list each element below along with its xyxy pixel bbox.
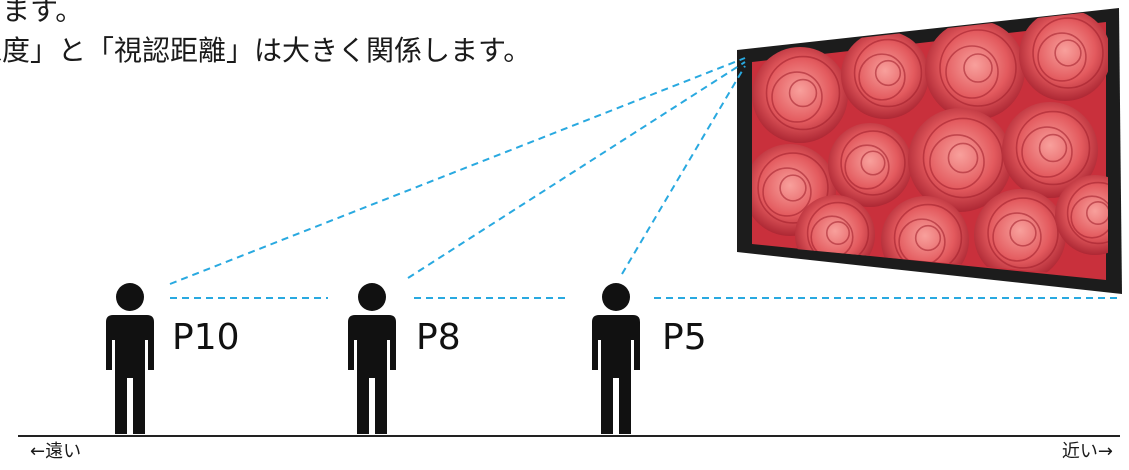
rose-petal-ring xyxy=(757,152,829,224)
sight-line-p10-diagonal xyxy=(169,57,746,285)
sight-lines xyxy=(169,57,1122,299)
rose-bloom xyxy=(974,189,1066,278)
person-icon xyxy=(592,283,640,434)
rose-image xyxy=(752,10,1108,278)
caption-line-2: 像度」と「視認距離」は大きく関係します。 xyxy=(0,34,532,67)
rose-petal-ring xyxy=(1066,181,1108,245)
rose-petal-ring xyxy=(762,167,812,217)
rose-petal-ring xyxy=(844,144,890,190)
rose-petal-ring xyxy=(947,142,979,174)
rose-petal-ring xyxy=(1032,17,1104,89)
rose-bloom xyxy=(841,31,929,119)
rose-petal-ring xyxy=(1054,39,1082,67)
rose-petal-ring xyxy=(788,78,818,108)
display-screen-icon xyxy=(737,8,1122,294)
rose-bloom xyxy=(1002,102,1098,198)
rose-petal-ring xyxy=(922,117,1004,199)
rose-bloom xyxy=(925,20,1025,120)
viewer-label: P8 xyxy=(416,317,461,358)
rose-petal-ring xyxy=(825,221,850,246)
rose-petal-ring xyxy=(929,134,985,190)
rose-petal-ring xyxy=(1038,133,1068,163)
rose-petal-ring xyxy=(874,59,902,87)
rose-petal-ring xyxy=(840,130,906,196)
rose-petal-ring xyxy=(779,174,807,202)
viewer-p5: P5 xyxy=(592,283,707,434)
rose-bloom xyxy=(1055,175,1108,255)
rose-bloom xyxy=(828,123,912,207)
rose-petal-ring xyxy=(858,53,906,101)
viewer-p8: P8 xyxy=(348,283,461,434)
rose-petal-ring xyxy=(1021,126,1073,178)
rose-petal-ring xyxy=(963,53,993,83)
rose-petal-ring xyxy=(771,71,823,123)
viewer-p10: P10 xyxy=(106,283,240,434)
rose-petal-ring xyxy=(1037,32,1087,82)
far-distance-label: ←遠い xyxy=(30,441,82,462)
rose-petal-ring xyxy=(1015,110,1091,186)
rose-bloom xyxy=(1019,10,1108,101)
rose-petal-ring xyxy=(1086,201,1108,226)
viewer-label: P5 xyxy=(662,317,707,358)
rose-petal-ring xyxy=(987,197,1059,269)
rose-petal-ring xyxy=(765,55,841,131)
rose-petal-ring xyxy=(945,45,999,99)
viewer-label: P10 xyxy=(172,317,240,358)
person-icon xyxy=(106,283,154,434)
person-icon xyxy=(348,283,396,434)
sight-line-p5-diagonal xyxy=(621,65,746,275)
caption-line-1: えます。 xyxy=(0,0,84,27)
rose-petal-ring xyxy=(914,224,942,252)
rose-petal-ring xyxy=(860,150,886,176)
rose-petal-ring xyxy=(1070,195,1108,239)
rose-bloom xyxy=(752,47,848,143)
rose-petal-ring xyxy=(939,29,1017,107)
sight-line-p8-diagonal xyxy=(407,61,746,279)
near-distance-label: 近い→ xyxy=(1061,441,1113,462)
rose-petal-ring xyxy=(992,212,1042,262)
rose-petal-ring xyxy=(853,38,923,108)
rose-petal-ring xyxy=(1009,219,1037,247)
